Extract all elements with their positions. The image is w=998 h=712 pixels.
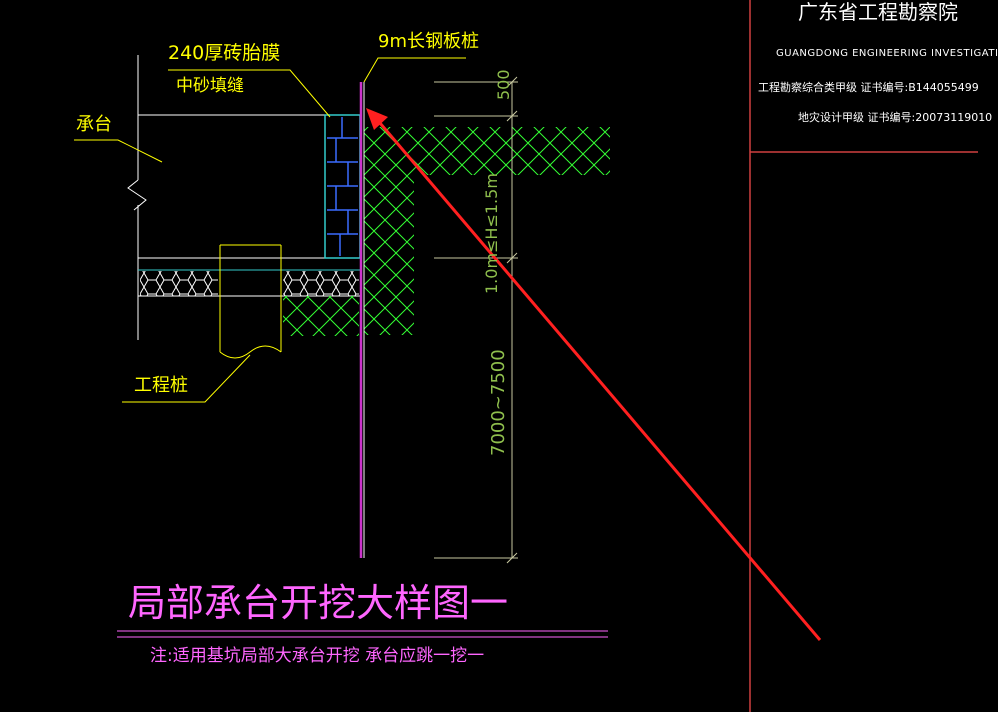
label-sheet-pile: 9m长钢板桩 <box>378 31 479 52</box>
cert-line-2: 地灾设计甲级 证书编号:20073119010 <box>798 111 993 124</box>
org-name-en: GUANGDONG ENGINEERING INVESTIGATI <box>776 48 998 59</box>
drawing-note: 注:适用基坑局部大承台开挖 承台应跳一挖一 <box>150 646 485 666</box>
dim-mid: 1.0m≤H≤1.5m <box>482 173 501 294</box>
steel-sheet-pile <box>359 82 365 558</box>
label-brick-wall: 240厚砖胎膜 <box>168 42 281 64</box>
dim-bottom: 7000~7500 <box>488 349 509 456</box>
dim-top: 500 <box>494 69 513 100</box>
label-pile-cap: 承台 <box>76 114 112 135</box>
leader-lines <box>74 57 466 403</box>
dimension-lines <box>434 76 518 564</box>
org-name-cn: 广东省工程勘察院 <box>798 0 958 24</box>
cert-line-1: 工程勘察综合类甲级 证书编号:B144055499 <box>758 81 979 94</box>
drawing-svg <box>74 0 978 712</box>
label-engineering-pile: 工程桩 <box>134 375 188 396</box>
annotation-arrow <box>366 108 822 641</box>
gravel-left <box>140 271 218 296</box>
gravel-right <box>283 271 359 296</box>
cad-drawing-canvas: 240厚砖胎膜 中砂填缝 9m长钢板桩 承台 工程桩 500 1.0m≤H≤1.… <box>74 0 998 712</box>
label-sand-fill: 中砂填缝 <box>176 76 244 96</box>
drawing-title: 局部承台开挖大样图一 <box>128 581 509 625</box>
engineering-pile <box>219 244 282 359</box>
brick-wall <box>324 114 361 259</box>
soil-hatch <box>283 127 610 336</box>
